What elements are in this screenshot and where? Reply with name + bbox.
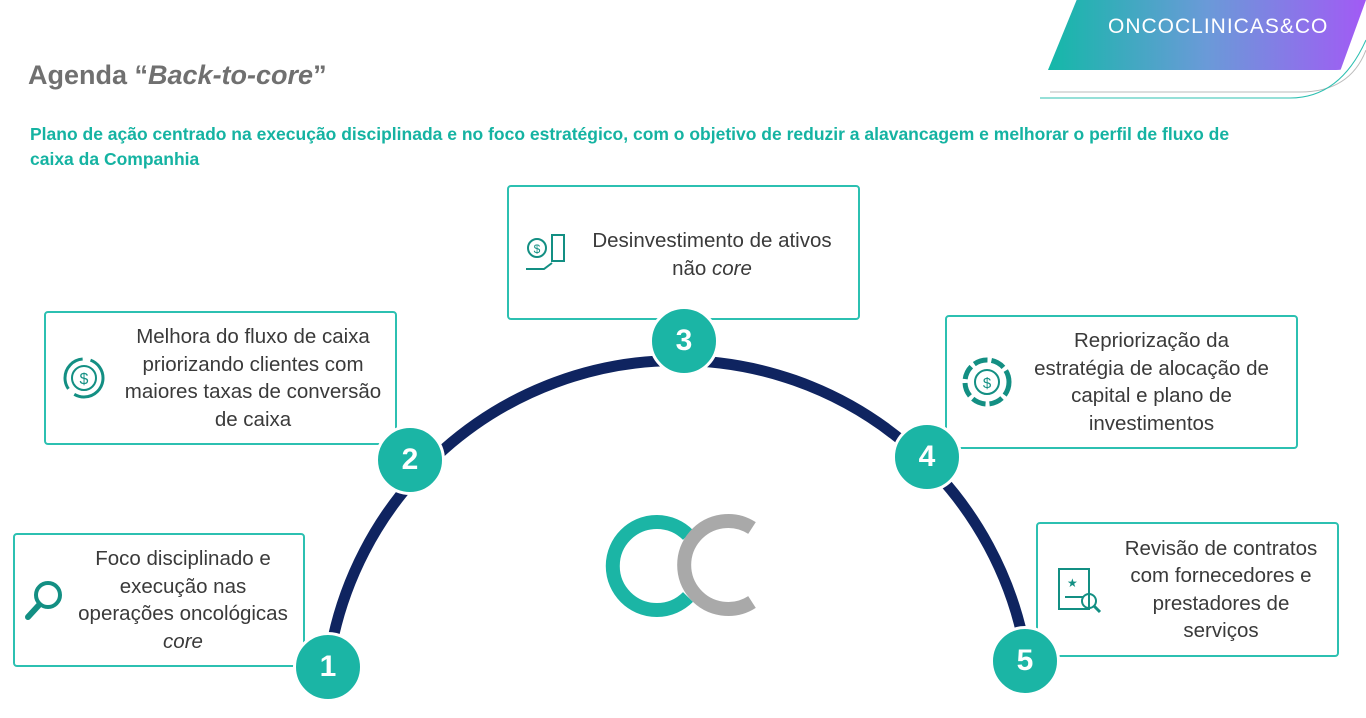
magnifier-icon (15, 577, 75, 623)
brand-banner (1048, 0, 1366, 70)
step-text-5: Revisão de contratos com fornecedores e … (1124, 536, 1318, 643)
step-text-1: Foco disciplinado e execução nas operaçõ… (78, 547, 288, 653)
cash-cycle-icon: $ (46, 353, 121, 403)
step-number-3: 3 (649, 306, 719, 376)
decorative-lines (1040, 39, 1366, 99)
step-number-2: 2 (375, 425, 445, 495)
step-box-1: Foco disciplinado e execução nas operaçõ… (13, 533, 305, 667)
divestment-icon: $ (509, 231, 584, 275)
step-number-4: 4 (892, 422, 962, 492)
step-text-3: Desinvestimento de ativos não core (592, 229, 832, 280)
brand-logo: ONCOCLINICAS&CO (1108, 15, 1329, 38)
step-box-3: $ Desinvestimento de ativos não core (507, 185, 860, 320)
svg-text:$: $ (79, 371, 88, 388)
oc-logo (605, 514, 756, 617)
page-title: Agenda “Back-to-core” (28, 60, 327, 90)
svg-text:$: $ (533, 242, 540, 256)
step-number-5: 5 (990, 626, 1060, 696)
step-box-5: ★ Revisão de contratos com fornecedores … (1036, 522, 1339, 657)
step-text-4: Repriorização da estratégia de alocação … (1034, 329, 1269, 435)
page-subtitle: Plano de ação centrado na execução disci… (30, 124, 1230, 169)
contract-review-icon: ★ (1038, 565, 1113, 615)
step-box-4: $ Repriorização da estratégia de alocaçã… (945, 315, 1298, 449)
step-box-2: $ Melhora do fluxo de caixa priorizando … (44, 311, 397, 445)
capital-allocation-icon: $ (947, 356, 1027, 408)
step-number-1: 1 (293, 632, 363, 702)
svg-text:$: $ (983, 375, 992, 392)
step-text-2: Melhora do fluxo de caixa priorizando cl… (124, 325, 382, 431)
svg-text:★: ★ (1067, 576, 1078, 590)
